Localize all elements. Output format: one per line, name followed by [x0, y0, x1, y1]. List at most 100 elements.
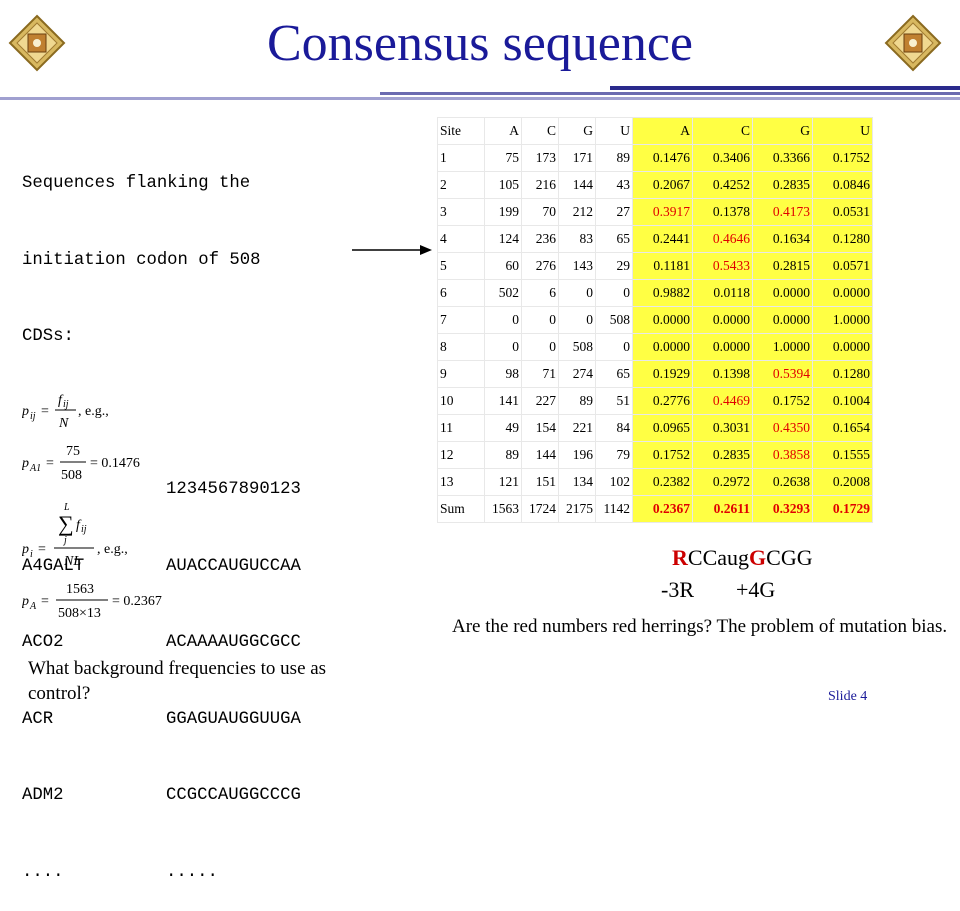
svg-text:ij: ij: [63, 399, 69, 410]
table-cell: 508: [558, 333, 596, 361]
table-cell: 0.2776: [632, 387, 693, 415]
svg-text:, e.g.,: , e.g.,: [78, 404, 109, 419]
table-cell: 0: [521, 333, 559, 361]
table-cell: 0.5433: [692, 252, 753, 280]
background-frequency-question: What background frequencies to use as co…: [28, 658, 327, 704]
table-cell: 143: [558, 252, 596, 280]
table-cell: 124: [484, 225, 522, 253]
table-cell: 144: [558, 171, 596, 199]
table-cell: 0.0846: [812, 171, 873, 199]
table-cell: 173: [521, 144, 559, 172]
svg-text:p: p: [22, 542, 29, 557]
table-cell: 0.1634: [752, 225, 813, 253]
table-cell: 0.0000: [632, 333, 693, 361]
table-cell: 0.3293: [752, 495, 813, 523]
svg-text:ij: ij: [81, 524, 87, 535]
table-cell: 29: [595, 252, 633, 280]
table-cell: 0.0965: [632, 414, 693, 442]
table-cell: Sum: [437, 495, 485, 523]
table-cell: 0: [484, 306, 522, 334]
svg-text:508×13: 508×13: [58, 606, 101, 621]
table-header-cell: U: [595, 117, 633, 145]
table-cell: 0: [595, 333, 633, 361]
table-cell: 0: [558, 306, 596, 334]
mutation-bias-note: Are the red numbers red herrings? The pr…: [452, 616, 948, 637]
table-cell: 83: [558, 225, 596, 253]
table-cell: 0.1729: [812, 495, 873, 523]
table-cell: 0.1476: [632, 144, 693, 172]
table-cell: 5: [437, 252, 485, 280]
university-seal-icon: [884, 14, 942, 72]
table-cell: 71: [521, 360, 559, 388]
table-cell: 0.0000: [812, 279, 873, 307]
table-cell: 0.0000: [752, 279, 813, 307]
svg-text:j: j: [62, 535, 67, 546]
table-cell: 0.2815: [752, 252, 813, 280]
table-cell: 0.0118: [692, 279, 753, 307]
table-cell: 0.1398: [692, 360, 753, 388]
table-cell: 508: [595, 306, 633, 334]
table-cell: 8: [437, 333, 485, 361]
table-header-cell: G: [558, 117, 596, 145]
table-cell: 221: [558, 414, 596, 442]
svg-text:f: f: [58, 393, 64, 408]
svg-text:, e.g.,: , e.g.,: [97, 542, 128, 557]
consensus-position-marks: -3R+4G: [661, 577, 776, 602]
slide-title: Consensus sequence: [266, 15, 694, 72]
table-cell: 0.2367: [632, 495, 693, 523]
intro-line: Sequences flanking the: [22, 174, 251, 193]
table-cell: 65: [595, 225, 633, 253]
table-cell: 0.0571: [812, 252, 873, 280]
table-cell: 0.1004: [812, 387, 873, 415]
table-cell: 89: [558, 387, 596, 415]
table-cell: 171: [558, 144, 596, 172]
table-cell: 276: [521, 252, 559, 280]
table-cell: 0.0000: [692, 333, 753, 361]
table-cell: 1724: [521, 495, 559, 523]
table-cell: 199: [484, 198, 522, 226]
table-cell: 2: [437, 171, 485, 199]
table-cell: 2175: [558, 495, 596, 523]
table-cell: 49: [484, 414, 522, 442]
svg-text:NL: NL: [63, 554, 81, 569]
svg-text:i: i: [30, 549, 33, 560]
table-cell: 0: [521, 306, 559, 334]
table-cell: 141: [484, 387, 522, 415]
table-cell: 4: [437, 225, 485, 253]
consensus-sequence: RCCaugGCGG: [672, 545, 813, 570]
table-cell: 0.3031: [692, 414, 753, 442]
table-cell: 0.2441: [632, 225, 693, 253]
table-cell: 10: [437, 387, 485, 415]
table-cell: 89: [484, 441, 522, 469]
table-cell: 0.0531: [812, 198, 873, 226]
table-cell: 274: [558, 360, 596, 388]
table-cell: 0.2972: [692, 468, 753, 496]
table-header-cell: A: [484, 117, 522, 145]
table-cell: 70: [521, 198, 559, 226]
table-cell: 0.0000: [692, 306, 753, 334]
svg-text:N: N: [58, 416, 69, 431]
table-cell: 0.1555: [812, 441, 873, 469]
table-cell: 3: [437, 198, 485, 226]
table-cell: 0.3917: [632, 198, 693, 226]
table-cell: 502: [484, 279, 522, 307]
svg-text:A: A: [29, 601, 37, 612]
svg-text:A1: A1: [29, 463, 41, 474]
university-seal-icon: [8, 14, 66, 72]
table-cell: 212: [558, 198, 596, 226]
table-cell: 51: [595, 387, 633, 415]
table-cell: 0.2638: [752, 468, 813, 496]
table-cell: 6: [437, 279, 485, 307]
table-cell: 121: [484, 468, 522, 496]
table-cell: 1142: [595, 495, 633, 523]
intro-line: initiation codon of 508: [22, 250, 261, 270]
